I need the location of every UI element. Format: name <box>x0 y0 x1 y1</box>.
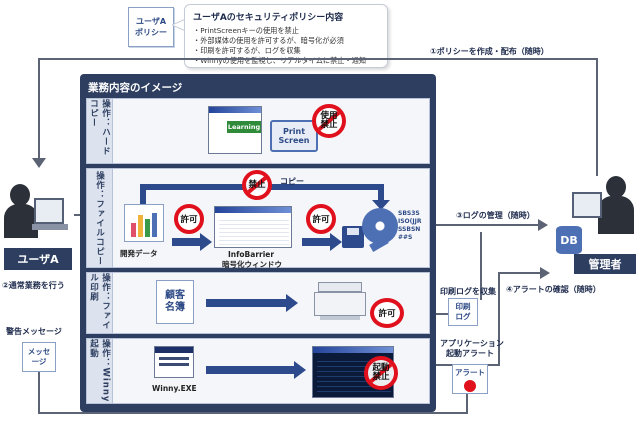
row-fileprint-label: 操作：ファイル印刷 <box>88 273 111 330</box>
arrow-to-media <box>302 238 330 246</box>
printscreen-key-line2: Screen <box>278 136 310 145</box>
user-a-monitor <box>34 198 64 224</box>
customer-list-document: 顧客 名簿 <box>156 280 194 324</box>
row-winny-side: 操作：Winny起動 <box>87 339 113 403</box>
copy-bypass-arrow-right <box>378 184 384 202</box>
screenshot-window: Learning <box>208 106 262 154</box>
policy-callout: ユーザAのセキュリティポリシー内容 ・PrintScreenキーの使用を禁止 ・… <box>184 4 388 68</box>
arrow-to-winny-screen <box>206 366 294 374</box>
admin-nameplate: 管理者 <box>574 254 636 274</box>
step-1-label: ①ポリシーを作成・配布（随時） <box>430 47 549 56</box>
app-alert-label-line1: アプリケーション <box>440 339 504 348</box>
alert-line <box>498 272 542 274</box>
step-2-label: ②通常業務を行う <box>2 281 65 290</box>
warning-line-right <box>466 384 468 414</box>
policy-document: ユーザA ポリシー <box>128 7 174 47</box>
print-log-document: 印刷 ログ <box>448 298 478 326</box>
business-panel-title: 業務内容のイメージ <box>88 82 183 94</box>
admin-db-icon: DB <box>556 226 582 254</box>
policy-item: ・印刷を許可するが、ログを収集 <box>193 46 301 55</box>
printscreen-key-line1: Print <box>282 127 306 136</box>
winny-exe-window <box>154 346 194 378</box>
step-4-label: ④アラートの確認（随時） <box>506 285 601 294</box>
user-a-nameplate: ユーザA <box>4 248 72 270</box>
dev-data-caption: 開発データ <box>120 249 158 258</box>
policy-distribution-line-left <box>38 58 40 160</box>
warning-message-document: メッセ ージ <box>22 342 56 372</box>
printer-icon <box>314 282 366 322</box>
user-a-head <box>10 184 30 206</box>
customer-list-line2: 名簿 <box>165 302 185 313</box>
admin-body <box>598 196 634 234</box>
copy-bypass-arrow-head <box>372 200 390 210</box>
admin-head <box>606 176 626 198</box>
print-log-line-up <box>480 232 482 300</box>
app-alert-label-line2: 起動アラート <box>446 349 494 358</box>
log-line <box>430 224 540 226</box>
row-fileprint-side: 操作：ファイル印刷 <box>87 273 113 333</box>
warning-line-bottom <box>38 412 468 414</box>
allow-icon-2: 許可 <box>306 204 336 234</box>
arrow-down-to-user <box>32 158 46 168</box>
learning-banner: Learning <box>227 121 261 133</box>
policy-distribution-line-right <box>596 58 598 176</box>
policy-item: ・Winnyの使用を監視し、リアルタイムに禁止・通知 <box>193 56 367 65</box>
infobarrier-window <box>214 206 292 248</box>
winny-exe-caption: Winny.EXE <box>152 384 197 393</box>
arrow-to-infobarrier-head <box>200 233 212 251</box>
printscreen-key: Print Screen <box>270 120 318 152</box>
print-log-collect-label: 印刷ログを収集 <box>440 287 496 296</box>
arrow-to-admin-log <box>538 219 548 231</box>
alert-line-down <box>498 272 500 366</box>
policy-item: ・外部媒体の使用を許可するが、暗号化が必須 <box>193 36 344 45</box>
arrow-to-admin-alert <box>540 267 550 279</box>
arrow-to-infobarrier <box>172 238 200 246</box>
encrypted-data-text: SBS3S ISO(JJR SSBSN ##S <box>398 210 422 241</box>
user-a-body <box>4 204 38 238</box>
policy-callout-title: ユーザAのセキュリティポリシー内容 <box>193 13 344 23</box>
arrow-to-printer <box>206 299 286 307</box>
launch-prohibited-icon: 起動禁止 <box>364 356 398 390</box>
copy-bypass-arrow-left <box>140 184 146 204</box>
row-filecopy-side: 操作：ファイルコピー <box>87 169 113 267</box>
policy-document-line1: ユーザA <box>135 17 167 26</box>
policy-document-line2: ポリシー <box>135 28 167 37</box>
copy-label: コピー <box>280 177 304 186</box>
allow-icon-1: 許可 <box>174 204 204 234</box>
use-prohibited-icon: 使用禁止 <box>312 104 346 138</box>
row-hardcopy-side: 操作：ハードコピー <box>87 99 113 163</box>
policy-item: ・PrintScreenキーの使用を禁止 <box>193 26 299 35</box>
dev-data-document <box>124 204 164 242</box>
use-prohibited-text: 使用禁止 <box>320 111 338 130</box>
row-filecopy-label: 操作：ファイルコピー <box>94 170 105 266</box>
policy-distribution-line <box>38 58 598 60</box>
user-to-panel-line <box>74 214 82 216</box>
warning-message-label: 警告メッセージ <box>6 327 62 336</box>
launch-prohibited-text: 起動禁止 <box>372 363 390 382</box>
alert-icon <box>464 380 476 392</box>
copy-prohibited-text: 禁止 <box>248 179 266 190</box>
user-a-desk <box>32 224 68 230</box>
arrow-to-media-head <box>330 233 342 251</box>
arrow-to-printer-head <box>286 294 298 312</box>
alert-document: アラート <box>452 364 488 394</box>
print-allow-icon: 許可 <box>370 298 404 328</box>
copy-prohibited-icon: 禁止 <box>242 170 272 200</box>
arrow-to-winny-screen-head <box>294 361 306 379</box>
row-hardcopy-label: 操作：ハードコピー <box>88 99 111 156</box>
step-3-label: ③ログの管理（随時） <box>456 211 535 220</box>
floppy-disk-icon <box>342 226 364 248</box>
admin-figure <box>556 176 636 250</box>
infobarrier-caption-2: 暗号化ウィンドウ <box>222 260 282 269</box>
row-winny-label: 操作：Winny起動 <box>88 339 111 403</box>
user-a-figure <box>4 184 76 254</box>
warning-line-up <box>38 372 40 414</box>
infobarrier-caption-1: InfoBarrier <box>228 250 275 259</box>
customer-list-line1: 顧客 <box>165 290 185 301</box>
admin-monitor <box>572 192 602 218</box>
